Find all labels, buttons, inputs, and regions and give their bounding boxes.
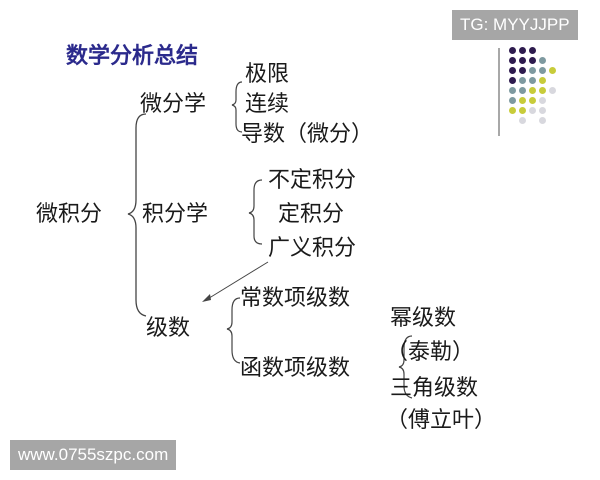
dot-icon xyxy=(519,97,526,104)
node-trig-series: 三角级数 xyxy=(390,376,479,401)
diagram-title: 数学分析总结 xyxy=(66,44,199,69)
root-node: 微积分 xyxy=(36,202,103,227)
dot-icon xyxy=(509,87,516,94)
node-function-series: 函数项级数 xyxy=(240,356,351,381)
dot-icon xyxy=(539,87,546,94)
node-improper-integral: 广义积分 xyxy=(268,236,357,261)
dot-icon xyxy=(529,107,536,114)
node-power-series: 幂级数 xyxy=(390,306,457,331)
dot-icon xyxy=(539,67,546,74)
dot-icon xyxy=(509,67,516,74)
dot-icon xyxy=(529,57,536,64)
dot-icon xyxy=(519,67,526,74)
dot-icon xyxy=(519,117,526,124)
dot-icon xyxy=(509,77,516,84)
dot-icon xyxy=(539,57,546,64)
dot-icon xyxy=(519,57,526,64)
node-constant-series: 常数项级数 xyxy=(240,286,351,311)
node-differential: 微分学 xyxy=(140,92,207,117)
node-derivative: 导数（微分） xyxy=(241,122,374,147)
node-taylor: （泰勒） xyxy=(386,340,475,365)
dot-icon xyxy=(529,87,536,94)
node-series: 级数 xyxy=(146,316,191,341)
node-limit: 极限 xyxy=(245,62,290,87)
dot-icon xyxy=(529,67,536,74)
dot-icon xyxy=(519,107,526,114)
dot-icon xyxy=(539,117,546,124)
dot-icon xyxy=(529,97,536,104)
dot-icon xyxy=(509,107,516,114)
watermark-top-right: TG: MYYJJPP xyxy=(452,10,578,40)
dot-icon xyxy=(529,47,536,54)
node-fourier: （傅立叶） xyxy=(386,408,497,433)
dot-icon xyxy=(529,77,536,84)
dot-icon xyxy=(539,77,546,84)
dot-icon xyxy=(519,47,526,54)
watermark-bottom-left: www.0755szpc.com xyxy=(10,440,177,470)
node-integral: 积分学 xyxy=(142,202,209,227)
node-definite-integral: 定积分 xyxy=(278,202,345,227)
node-indefinite-integral: 不定积分 xyxy=(268,168,357,193)
dot-icon xyxy=(519,77,526,84)
dot-icon xyxy=(509,57,516,64)
dot-icon xyxy=(539,107,546,114)
dot-icon xyxy=(509,47,516,54)
dot-icon xyxy=(549,87,556,94)
node-continuity: 连续 xyxy=(245,92,290,117)
dot-icon xyxy=(509,97,516,104)
dot-icon xyxy=(549,67,556,74)
dot-icon xyxy=(539,97,546,104)
dot-icon xyxy=(519,87,526,94)
